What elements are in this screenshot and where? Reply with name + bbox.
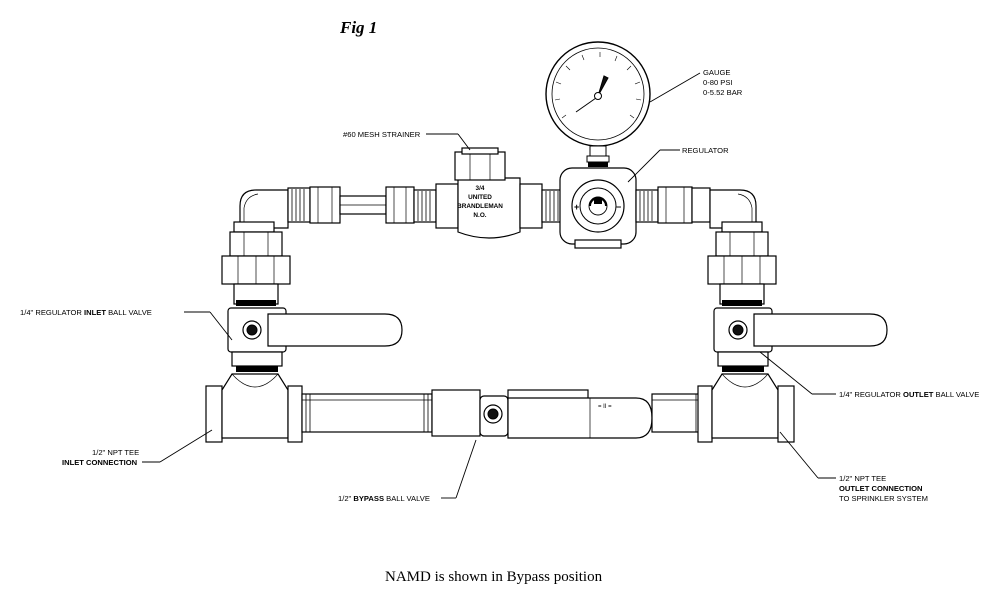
outlet-tee	[697, 373, 795, 443]
svg-text:= II =: = II =	[598, 404, 612, 410]
label-gauge-bar: 0-5.52 BAR	[703, 88, 743, 97]
right-riser	[707, 231, 777, 306]
label-mesh-strainer: #60 MESH STRAINER	[343, 130, 421, 139]
callout-leaders	[142, 72, 836, 499]
label-to-sprinkler-system: TO SPRINKLER SYSTEM	[839, 494, 928, 503]
label-inlet-ball-valve: 1/4" REGULATOR INLET BALL VALVE	[20, 308, 152, 317]
outlet-ball-valve	[713, 307, 888, 372]
mesh-strainer: 3/4 UNITED BRANDLEMAN N.O.	[435, 147, 543, 239]
bypass-ball-valve: = II =	[431, 389, 653, 439]
left-riser	[221, 231, 291, 306]
label-outlet-ball-valve: 1/4" REGULATOR OUTLET BALL VALVE	[839, 390, 979, 399]
strainer-stamp-brand: UNITED	[468, 194, 492, 201]
inlet-tee	[205, 373, 303, 443]
label-outlet-connection: OUTLET CONNECTION	[839, 484, 923, 493]
label-bypass-valve: 1/2" BYPASS BALL VALVE	[338, 494, 430, 503]
label-outlet-tee: 1/2" NPT TEE	[839, 474, 886, 483]
right-top-elbow	[691, 187, 763, 233]
pressure-gauge	[545, 41, 651, 167]
label-inlet-tee: 1/2" NPT TEE	[92, 448, 139, 457]
figure-caption: NAMD is shown in Bypass position	[385, 569, 603, 585]
label-inlet-connection: INLET CONNECTION	[62, 458, 137, 467]
figure-title: Fig 1	[339, 18, 377, 37]
inlet-ball-valve	[227, 307, 403, 372]
left-top-elbow	[233, 187, 311, 233]
label-gauge: GAUGE	[703, 68, 730, 77]
svg-text:+: +	[574, 202, 579, 212]
strainer-stamp-model: N.O.	[473, 212, 486, 219]
svg-text:−: −	[616, 202, 621, 212]
strainer-stamp-maker: BRANDLEMAN	[457, 203, 503, 210]
label-regulator: REGULATOR	[682, 146, 729, 155]
strainer-stamp-size: 3/4	[476, 185, 485, 192]
pressure-regulator: + −	[559, 167, 637, 249]
label-gauge-psi: 0-80 PSI	[703, 78, 733, 87]
